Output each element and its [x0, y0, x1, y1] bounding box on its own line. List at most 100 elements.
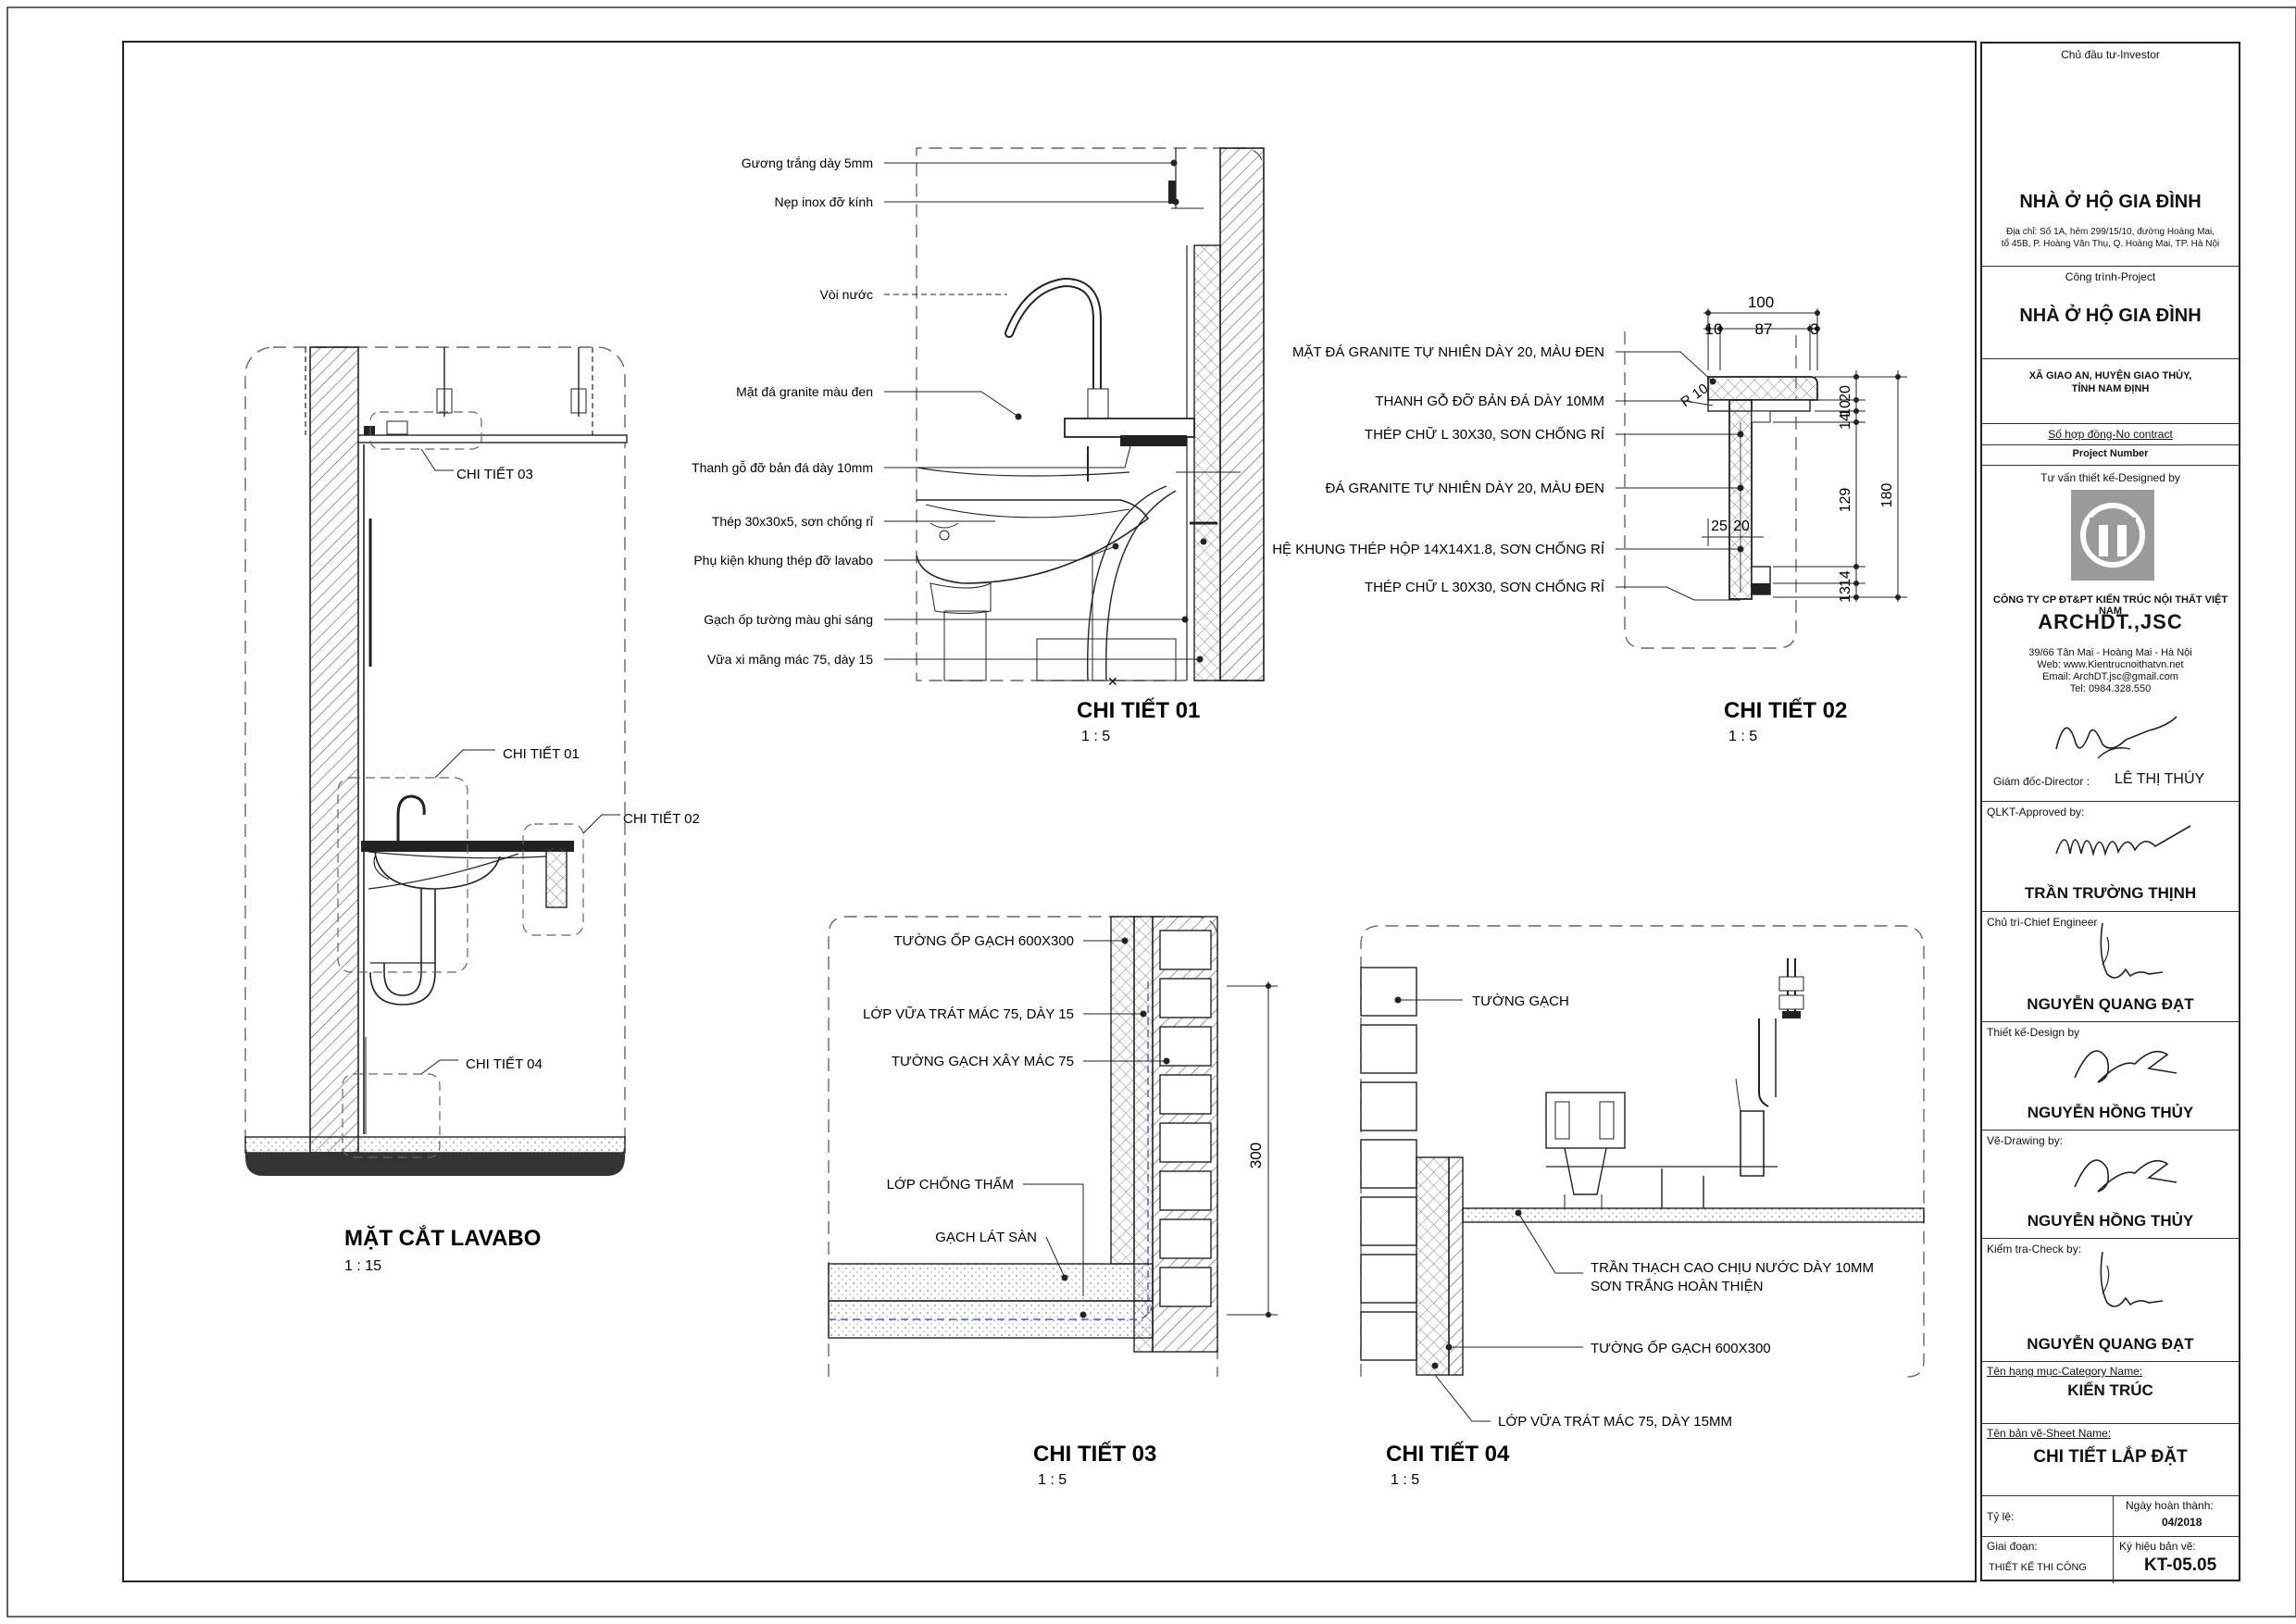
project-name: NHÀ Ở HỘ GIA ĐÌNH: [2019, 306, 2202, 326]
d01-label-frame: Phụ kiện khung thép đỡ lavabo: [693, 553, 873, 568]
detail-04-scale: 1 : 5: [1391, 1472, 1419, 1488]
d02-dim-r10: R 10: [1678, 381, 1712, 410]
d01-label-mortar: Vữa xi măng mác 75, dày 15: [707, 652, 873, 667]
detail-04: TƯỜNG GẠCH TRẦN THẠCH CAO CHỊU NƯỚC DÀY …: [1360, 925, 1925, 1488]
d01-label-granite: Mặt đá granite màu đen: [736, 384, 873, 399]
d04-label-paint: SƠN TRẮNG HOÀN THIỆN: [1591, 1278, 1764, 1294]
detail-02-top-stone: [1707, 376, 1818, 401]
completion-label: Ngày hoàn thành:: [2126, 1499, 2214, 1512]
approved-label: QLKT-Approved by:: [1987, 806, 2085, 818]
chief-signature: [2100, 922, 2164, 979]
drawing-frame: [122, 41, 1977, 1582]
lavabo-section-scale: 1 : 15: [344, 1258, 381, 1274]
design-signature: [2074, 1050, 2177, 1083]
d01-label-wood-bar: Thanh gỗ đỡ bản đá dày 10mm: [692, 460, 873, 475]
detail-02: 100 10 87 3 R 10 20 10 14: [1272, 294, 1907, 744]
d01-label-trim: Nẹp inox đỡ kính: [775, 194, 873, 209]
detail-04-title: CHI TIẾT 04: [1386, 1441, 1510, 1467]
d01-label-steel: Thép 30x30x5, sơn chống rỉ: [712, 514, 874, 529]
d03-dim-300: 300: [1247, 1143, 1265, 1168]
chief-name: NGUYỄN QUANG ĐẠT: [2027, 995, 2194, 1013]
company-brand: ARCHDT.,JSC: [2038, 610, 2183, 633]
detail-01-scale: 1 : 5: [1081, 729, 1110, 744]
detail-04-wall-tile: [1448, 1156, 1464, 1376]
d02-label-granite-top: MẶT ĐÁ GRANITE TỰ NHIÊN DÀY 20, MÀU ĐEN: [1292, 344, 1604, 360]
d02-label-box-frame: HỆ KHUNG THÉP HỘP 14X14X1.8, SƠN CHỐNG R…: [1272, 541, 1604, 557]
project-location-1: XÃ GIAO AN, HUYỆN GIAO THỦY,: [2028, 370, 2192, 381]
d04-label-brick-wall: TƯỜNG GẠCH: [1472, 993, 1569, 1009]
detail-01: Gương trắng dày 5mm Nẹp inox đỡ kính Vòi…: [692, 147, 1265, 744]
d02-label-steel-l-bottom: THÉP CHỮ L 30X30, SƠN CHỐNG RỈ: [1365, 579, 1604, 595]
check-name: NGUYỄN QUANG ĐẠT: [2027, 1335, 2194, 1353]
lavabo-callout-03: CHI TIẾT 04: [466, 1056, 543, 1072]
lavabo-section-title: MẶT CẮT LAVABO: [344, 1225, 541, 1251]
lavabo-callout-01: CHI TIẾT 01: [503, 746, 580, 762]
investor-name: NHÀ Ở HỘ GIA ĐÌNH: [2019, 192, 2202, 212]
drawing-name: NGUYỄN HỒNG THỦY: [2027, 1212, 2194, 1230]
d02-label-wood-bar: THANH GỖ ĐỠ BẢN ĐÁ DÀY 10MM: [1375, 393, 1604, 409]
sheet-name-label: Tên bản vẽ-Sheet Name:: [1987, 1427, 2112, 1440]
check-signature: [2100, 1251, 2164, 1307]
d02-dim-14b: 14: [1838, 570, 1853, 587]
lavabo-callout-02: CHI TIẾT 02: [623, 811, 700, 827]
director-signature: [2055, 716, 2177, 759]
d04-label-wall-tile: TƯỜNG ỐP GẠCH 600X300: [1591, 1340, 1771, 1356]
completion-date: 04/2018: [2162, 1516, 2202, 1529]
detail-02-title: CHI TIẾT 02: [1724, 697, 1847, 723]
company-email: Email: ArchDT.jsc@gmail.com: [2042, 671, 2178, 682]
contract-label: Số hợp đồng-No contract: [2048, 428, 2173, 441]
company-tel: Tel: 0984.328.550: [2069, 683, 2152, 694]
d04-label-ceiling: TRẦN THẠCH CAO CHỊU NƯỚC DÀY 10MM: [1591, 1260, 1874, 1276]
detail-03-floor-tile: [828, 1263, 1154, 1302]
design-name: NGUYỄN HỒNG THỦY: [2027, 1104, 2194, 1121]
detail-03-title: CHI TIẾT 03: [1033, 1441, 1156, 1467]
detail-04-ceiling-board: [1462, 1207, 1925, 1223]
lavabo-ceiling: [357, 434, 628, 443]
sheet-outer-border: [6, 6, 2296, 1618]
d02-dim-20: 20: [1838, 385, 1853, 402]
d04-label-plaster: LỚP VỮA TRÁT MÁC 75, DÀY 15MM: [1498, 1414, 1732, 1430]
detail-01-mark-icon: ✕: [1107, 674, 1118, 689]
lavabo-callout-04: CHI TIẾT 03: [456, 467, 533, 482]
d01-label-tile: Gạch ốp tường màu ghi sáng: [704, 612, 873, 627]
check-label: Kiểm tra-Check by:: [1987, 1243, 2082, 1255]
design-label: Thiết kế-Design by: [1987, 1026, 2080, 1039]
d01-label-mirror: Gương trắng dày 5mm: [742, 156, 873, 170]
phase-value: THIẾT KẾ THI CÔNG: [1989, 1562, 2087, 1573]
category-label: Tên hạng mục-Category Name:: [1987, 1365, 2143, 1378]
d02-dim-v10: 10: [1838, 400, 1853, 417]
d02-dim-129: 129: [1838, 488, 1853, 513]
chief-label: Chủ trì-Chief Engineer: [1987, 916, 2098, 929]
sheet-number: KT-05.05: [2144, 1555, 2217, 1575]
d02-dim-25: 25: [1711, 518, 1728, 534]
company-name: CÔNG TY CP ĐT&PT KIẾN TRÚC NỘI THẤT VIỆT…: [1992, 594, 2228, 617]
project-label: Công trình-Project: [2065, 270, 2156, 283]
drawing-label: Vẽ-Drawing by:: [1987, 1134, 2064, 1147]
company-web: Web: www.Kientrucnoithatvn.net: [2037, 659, 2184, 670]
d02-dim-13: 13: [1838, 586, 1853, 603]
d02-dim-h20: 20: [1733, 518, 1750, 534]
designer-label: Tư vấn thiết kế-Designed by: [2040, 471, 2180, 484]
lavabo-floor-slab: [245, 1153, 625, 1176]
d03-label-brick: TƯỜNG GẠCH XÂY MÁC 75: [892, 1054, 1074, 1069]
d02-label-steel-l-top: THÉP CHỮ L 30X30, SƠN CHỐNG RỈ: [1365, 426, 1604, 443]
project-number-label: Project Number: [2072, 448, 2149, 459]
lavabo-section: CHI TIẾT 03 CHI TIẾT 01 CHI TIẾT 02 CHI …: [244, 346, 700, 1274]
approved-name: TRẦN TRƯỜNG THỊNH: [2024, 884, 2197, 902]
director-name: LÊ THỊ THÚY: [2115, 771, 2205, 787]
logo-mark-icon: [2080, 503, 2145, 568]
d02-dim-14a: 14: [1838, 413, 1853, 430]
investor-label: Chủ đầu tư-Investor: [2061, 48, 2160, 61]
d03-label-floor-tile: GẠCH LÁT SÀN: [935, 1230, 1037, 1245]
callout-chi-tiet-03-boundary: [342, 1073, 441, 1158]
approved-signature: [2055, 825, 2191, 857]
title-block: Chủ đầu tư-Investor NHÀ Ở HỘ GIA ĐÌNH Đị…: [1980, 42, 2240, 1583]
d02-label-granite-vertical: ĐÁ GRANITE TỰ NHIÊN DÀY 20, MÀU ĐEN: [1326, 481, 1604, 496]
d02-dim-3: 3: [1810, 320, 1818, 338]
detail-03-scale: 1 : 5: [1038, 1472, 1067, 1488]
sheet-name: CHI TIẾT LẮP ĐẶT: [2033, 1447, 2188, 1467]
d03-label-wall-tile: TƯỜNG ỐP GẠCH 600X300: [893, 932, 1074, 949]
project-location-2: TỈNH NAM ĐỊNH: [2071, 383, 2150, 394]
d02-dim-10: 10: [1705, 320, 1723, 338]
